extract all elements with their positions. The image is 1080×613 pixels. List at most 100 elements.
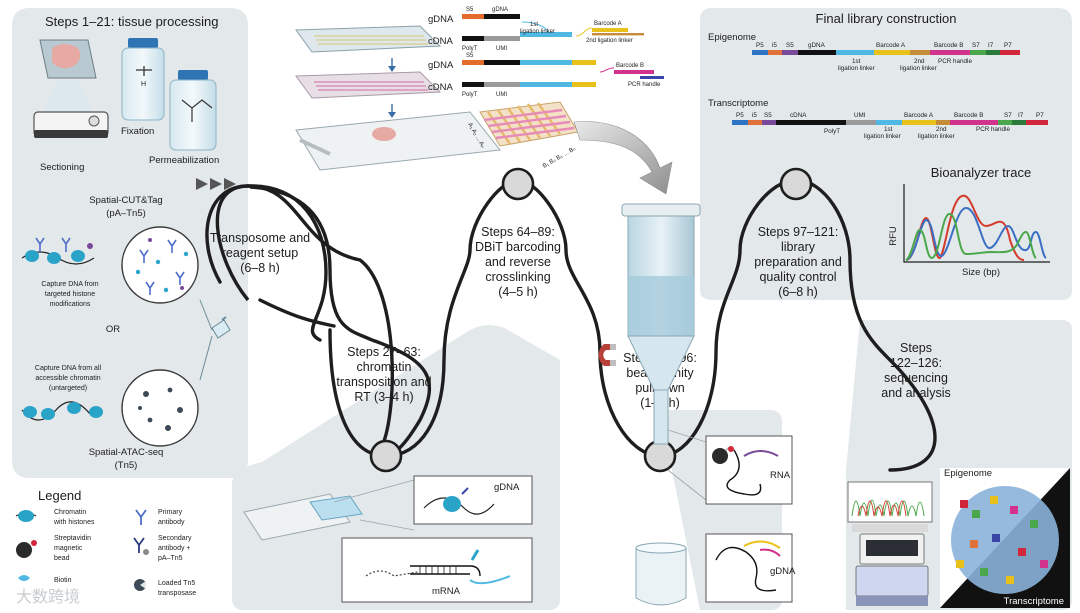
pulldown-funnel-icon <box>621 203 701 445</box>
construct-umi-label-1: UMI <box>496 46 507 52</box>
tissue-processing: Steps 1–21: tissue processing Sectioning… <box>21 14 236 471</box>
tx-cdna: cDNA <box>790 112 807 119</box>
step-3-line5: (4–5 h) <box>498 285 538 299</box>
cut-tag-enzyme-label: (pA–Tn5) <box>106 208 146 219</box>
cut-tag-label: Spatial-CUT&Tag <box>89 195 162 206</box>
construct-polyt-label-2: PolyT <box>462 92 478 98</box>
epi-p5: P5 <box>756 42 764 49</box>
step-junctions <box>369 167 813 473</box>
slide-stack-icon <box>243 493 363 541</box>
epi-s7: S7 <box>972 42 980 49</box>
grid-b-label: B₁ B₂ B₃ ... Bₙ <box>542 146 577 170</box>
permeabilization-bottle-icon <box>169 70 217 151</box>
gdna-inset-label: gDNA <box>494 482 520 493</box>
construct-bars-1 <box>462 14 572 41</box>
mrna-inset-icon <box>365 549 511 585</box>
loop-segment-4 <box>328 178 937 472</box>
step-1-line2: reagent setup <box>222 246 298 260</box>
epi-barcode-b: Barcode B <box>934 42 963 49</box>
step-5-line4: quality control <box>759 270 836 284</box>
tx-linker2-line2: ligation linker <box>918 133 955 140</box>
epigenome-construct <box>752 50 1020 55</box>
step-3-line3: and reverse <box>485 255 551 269</box>
gdna2-inset-icon <box>715 540 781 592</box>
first-linker-line1: 1st <box>530 22 538 28</box>
tissue-slide-icon <box>295 111 501 171</box>
first-linker-line2: ligation linker <box>520 29 555 35</box>
step-2-line1: Steps 27–63: <box>347 345 421 359</box>
capture-targeted-line2: targeted histone <box>45 291 95 298</box>
rna-inset-box <box>705 435 793 505</box>
construct-bars-2 <box>462 60 596 87</box>
atac-enzyme-label: (Tn5) <box>115 460 138 471</box>
bioanalyzer-axes <box>903 184 1050 263</box>
step-6-line3: sequencing <box>884 371 948 385</box>
fixation-label: Fixation <box>121 126 154 137</box>
microfluidic-chip-b-icon <box>295 71 442 99</box>
loop-circuit <box>205 178 937 472</box>
trace-blue <box>905 206 1047 261</box>
transcriptome-construct <box>732 120 1048 125</box>
tx-polyt: PolyT <box>824 128 840 135</box>
epi-linker1-line1: 1st <box>852 58 861 65</box>
cut-tag-reaction-circle <box>121 226 199 304</box>
legend: Legend Chromatin with histones Primary a… <box>15 488 196 597</box>
barcode-a-block <box>575 27 644 37</box>
capture-targeted-line3: modifications <box>50 301 91 308</box>
secondary-antibody-legend-icon <box>133 537 149 555</box>
tx-pcr-handle: PCR handle <box>976 126 1010 133</box>
tx-s7: S7 <box>1004 112 1012 119</box>
step-5-line2: library <box>781 240 816 254</box>
step-6-line1: Steps <box>900 341 932 355</box>
epi-gdna: gDNA <box>808 42 826 49</box>
transcriptome-label: Transcriptome <box>708 98 768 109</box>
junction-barcoding <box>501 167 535 201</box>
loop-path-main <box>249 185 432 457</box>
atac-label: Spatial-ATAC-seq <box>89 447 164 458</box>
inset-guide-lines <box>333 479 415 531</box>
legend-tn5-line2: transposase <box>158 590 196 597</box>
epi-i7: I7 <box>988 42 994 49</box>
capture-all-line2: accessible chromatin <box>35 375 100 382</box>
step-3-line1: Steps 64–89: <box>481 225 555 239</box>
tx-p7: P7 <box>1036 112 1044 119</box>
barcode-a-label: Barcode A <box>594 21 622 27</box>
capture-all-line1: Capture DNA from all <box>35 365 102 372</box>
epi-linker1-line2: ligation linker <box>838 65 875 72</box>
epigenome-map-label: Epigenome <box>944 468 992 479</box>
legend-secondary-line3: pA–Tn5 <box>158 555 183 562</box>
construct-s5-label-2: S5 <box>466 53 474 59</box>
epigenome-label: Epigenome <box>708 32 756 43</box>
junction-library <box>779 167 813 201</box>
tx-i7: I7 <box>1018 112 1024 119</box>
gdna2-inset-label: gDNA <box>770 566 796 577</box>
step-6-line4: and analysis <box>881 386 951 400</box>
epi-pcr-handle: PCR handle <box>938 58 972 65</box>
primary-antibody-legend-icon <box>135 509 147 525</box>
pulldown-guide-lines <box>667 429 707 501</box>
fixation-bottle-icon: H <box>121 38 165 121</box>
gdna2-inset-box <box>705 533 793 603</box>
streptavidin-bead-legend-icon <box>16 540 37 558</box>
construct-gdna-inner-1: gDNA <box>492 7 508 13</box>
step-2-line2: chromatin <box>357 360 412 374</box>
library-construction: Final library construction Epigenome P5 … <box>708 11 1050 278</box>
legend-title: Legend <box>38 488 81 503</box>
step-5-line3: preparation and <box>754 255 842 269</box>
construct-cdna-label-2: cDNA <box>428 82 453 93</box>
biotin-legend-icon <box>18 575 30 581</box>
legend-secondary-line2: antibody + <box>158 545 191 552</box>
construct-cdna-label-1: cDNA <box>428 36 453 47</box>
loop-segment-2 <box>205 184 250 284</box>
direction-arrowheads-icon <box>196 178 236 190</box>
junction-transposition <box>369 439 403 473</box>
legend-chromatin-line1: Chromatin <box>54 509 86 516</box>
tx-barcode-a: Barcode A <box>904 112 934 119</box>
tx-i5: i5 <box>752 112 757 119</box>
gdna-inset-chromatin-icon <box>423 487 495 515</box>
epi-i5: i5 <box>772 42 777 49</box>
chromatin-legend-icon <box>15 510 37 522</box>
targeted-chromatin-icon <box>21 237 95 265</box>
bioanalyzer-plot <box>903 184 1050 263</box>
